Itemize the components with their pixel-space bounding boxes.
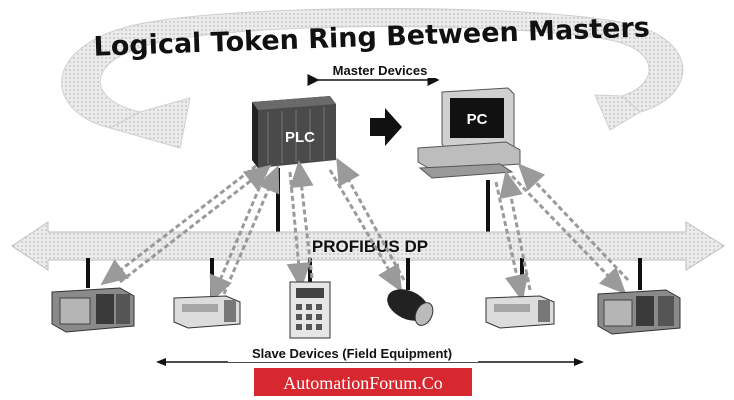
slave-device-1-icon <box>51 287 135 333</box>
footer-text: AutomationForum.Co <box>283 373 443 393</box>
plc-label: PLC <box>285 129 315 146</box>
pc-icon: PC <box>417 87 521 179</box>
polling-arrows <box>100 157 630 304</box>
slave-device-2-icon <box>173 295 241 329</box>
token-pass-arrow-icon <box>370 108 402 146</box>
slave-device-6-icon <box>597 289 681 335</box>
slave-device-4-icon <box>387 289 434 326</box>
master-devices-label: Master Devices <box>333 63 428 78</box>
pc-label: PC <box>467 111 488 128</box>
slave-device-5-icon <box>485 295 555 329</box>
profibus-bus <box>11 221 725 271</box>
ring-arrow-head-icon <box>108 97 191 149</box>
token-ring <box>61 8 684 149</box>
slave-device-3-icon <box>289 281 331 339</box>
footer-banner <box>254 368 472 396</box>
plc-icon: PLC <box>252 96 336 168</box>
bus-label: PROFIBUS DP <box>312 237 428 256</box>
slave-devices-label: Slave Devices (Field Equipment) <box>252 346 452 361</box>
